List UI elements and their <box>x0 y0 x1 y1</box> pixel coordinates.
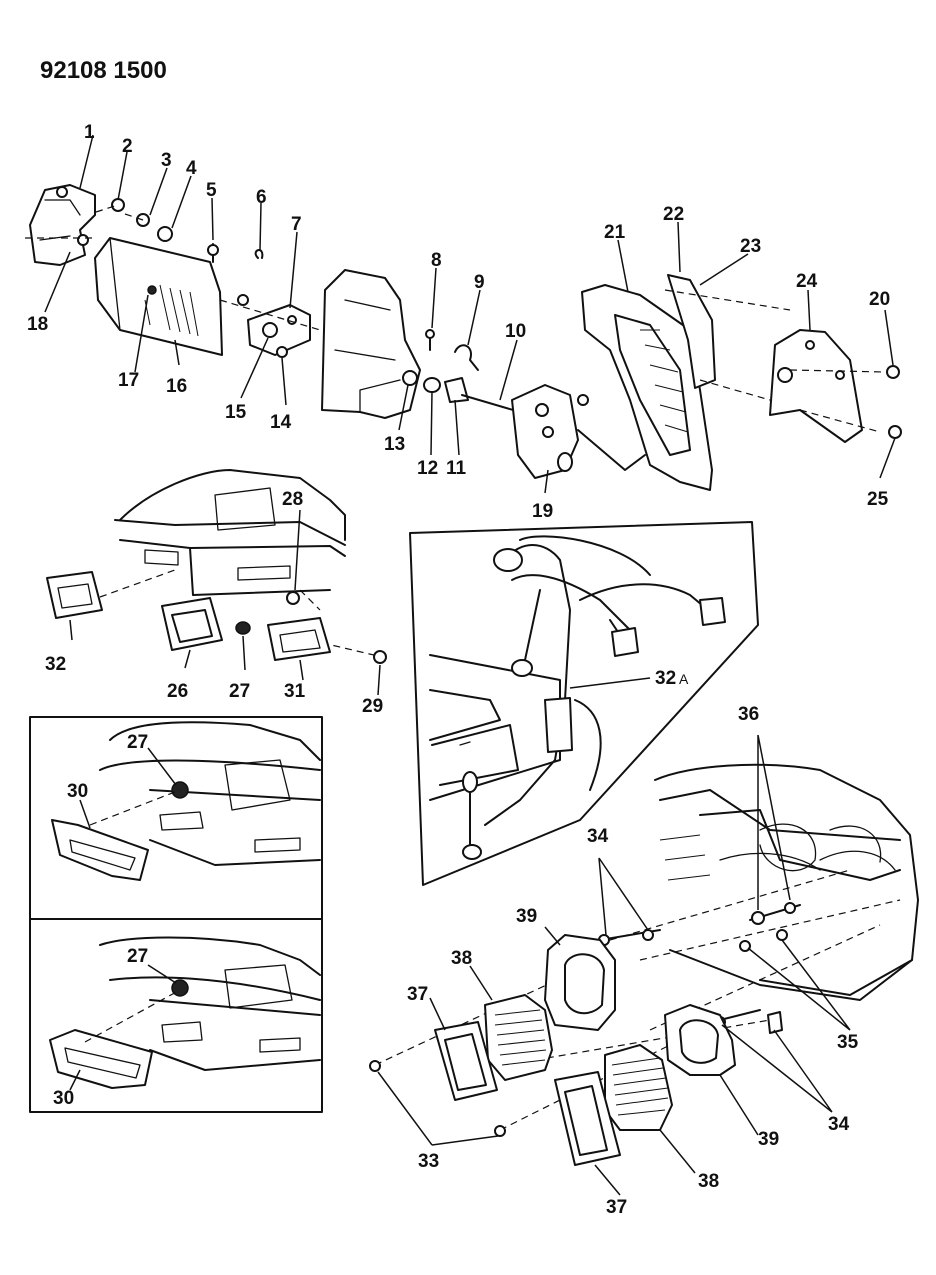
wiring-inset <box>409 521 759 886</box>
part-16-lens <box>94 237 223 356</box>
callout-26: 26 <box>167 681 188 702</box>
callout-10: 10 <box>505 321 526 342</box>
fasteners-2-5 <box>95 198 219 263</box>
callout-2: 2 <box>122 136 133 157</box>
callout-19: 19 <box>532 501 553 522</box>
callout-14: 14 <box>270 412 292 433</box>
top-assembly <box>25 134 902 494</box>
callout-35: 35 <box>837 1032 859 1053</box>
callout-5: 5 <box>206 180 217 201</box>
callout-18: 18 <box>27 314 48 335</box>
part-21-frame <box>581 284 713 491</box>
callout-38-lower: 38 <box>698 1171 719 1192</box>
callout-3: 3 <box>161 150 172 171</box>
callout-12: 12 <box>417 458 438 479</box>
callout-39-upper: 39 <box>516 906 537 927</box>
callout-24: 24 <box>796 271 818 292</box>
callout-34-lower: 34 <box>828 1114 850 1135</box>
callout-4: 4 <box>186 158 197 179</box>
callout-17: 17 <box>118 370 139 391</box>
callout-15: 15 <box>225 402 247 423</box>
callout-38-upper: 38 <box>451 948 472 969</box>
callout-6: 6 <box>256 187 267 208</box>
part-1-bracket <box>25 184 96 266</box>
side-marker-assembly <box>46 469 387 696</box>
callout-32: 32 <box>45 654 66 675</box>
callout-20: 20 <box>869 289 890 310</box>
callout-27-low: 27 <box>127 946 148 967</box>
callout-8: 8 <box>431 250 442 271</box>
part-24-mount <box>769 329 886 443</box>
callout-21: 21 <box>604 222 626 243</box>
callout-11: 11 <box>446 458 467 479</box>
part-13-housing <box>321 269 421 419</box>
inset-box-lower <box>29 918 323 1113</box>
callout-32a-suffix: A <box>679 671 689 687</box>
part-19-motor <box>511 384 646 479</box>
callout-32a: 32 <box>655 668 676 689</box>
diagram-number: 92108 1500 <box>40 57 167 84</box>
callout-34-upper: 34 <box>587 826 609 847</box>
callout-16: 16 <box>166 376 187 397</box>
callout-13: 13 <box>384 434 405 455</box>
callout-1: 1 <box>84 122 95 143</box>
callout-31: 31 <box>284 681 306 702</box>
callout-27-mid: 27 <box>127 732 148 753</box>
callout-9: 9 <box>474 272 485 293</box>
callout-23: 23 <box>740 236 761 257</box>
callout-25: 25 <box>867 489 889 510</box>
callout-37-lower: 37 <box>606 1197 627 1218</box>
headlamp-assembly <box>369 734 919 1196</box>
callout-36: 36 <box>738 704 759 725</box>
callout-33: 33 <box>418 1151 439 1172</box>
callout-7: 7 <box>291 214 302 235</box>
callout-37-upper: 37 <box>407 984 428 1005</box>
parts-8-12 <box>423 329 521 413</box>
callout-28: 28 <box>282 489 303 510</box>
parts-22-23 <box>664 274 791 401</box>
callout-29: 29 <box>362 696 383 717</box>
callout-39-lower: 39 <box>758 1129 779 1150</box>
callout-30-upper: 30 <box>67 781 88 802</box>
part-25-screw <box>888 425 902 439</box>
part-7-plate <box>219 249 321 358</box>
callout-30-lower: 30 <box>53 1088 74 1109</box>
callout-22: 22 <box>663 204 684 225</box>
part-20-screw <box>886 365 900 379</box>
inset-box-upper <box>29 716 323 920</box>
callout-27-top: 27 <box>229 681 250 702</box>
